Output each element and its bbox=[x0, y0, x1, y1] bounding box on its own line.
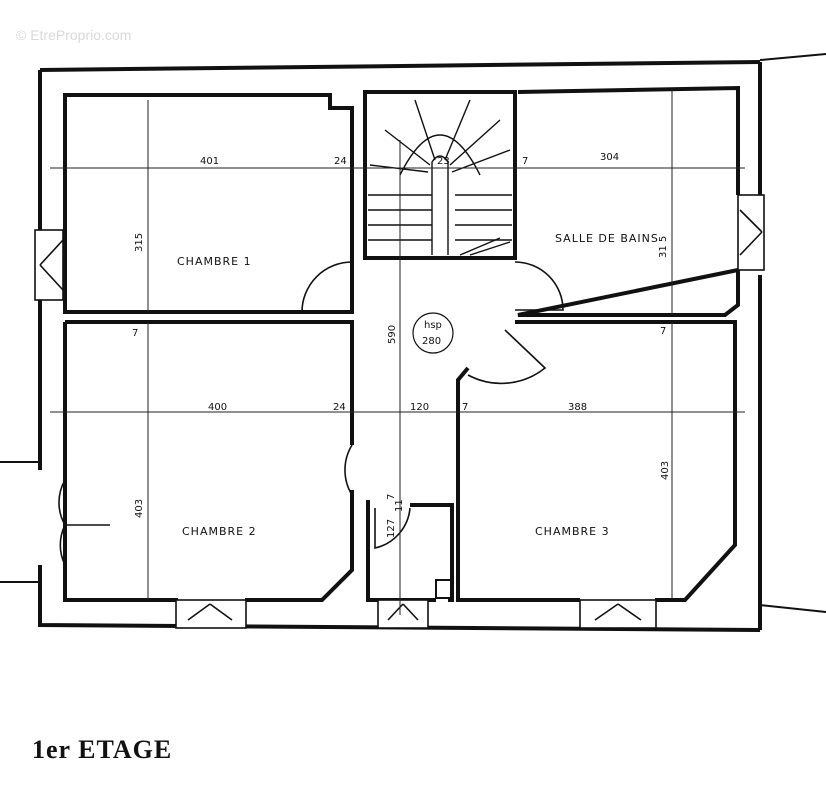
dim-sdb-height: 31 5 bbox=[658, 236, 669, 258]
dim-ch1-width: 401 bbox=[200, 156, 219, 167]
door-chambre-1 bbox=[301, 261, 353, 313]
room-salle-de-bains: SALLE DE BAINS bbox=[517, 85, 740, 317]
door-chambre-3 bbox=[467, 329, 547, 385]
dim-wc-wall: 7 bbox=[386, 494, 397, 500]
door-salle-de-bains bbox=[514, 261, 564, 311]
floor-title: 1er ETAGE bbox=[32, 735, 172, 764]
dim-ch3-wall-top: 7 bbox=[660, 326, 666, 337]
hsp-value: 280 bbox=[422, 336, 441, 347]
dim-ch2-wall: 24 bbox=[333, 402, 346, 413]
dim-ch3-width: 388 bbox=[568, 402, 587, 413]
dim-hall-length: 590 bbox=[387, 325, 398, 344]
hsp-label: hsp bbox=[424, 320, 442, 331]
room-wc bbox=[366, 500, 454, 602]
dim-ch3-height: 403 bbox=[660, 461, 671, 480]
staircase bbox=[363, 90, 517, 260]
room-label-chambre-1: CHAMBRE 1 bbox=[177, 255, 252, 268]
door-chambre-2 bbox=[344, 444, 353, 496]
dimension-labels: 401 24 23 7 304 400 24 120 7 388 7 7 315… bbox=[132, 152, 671, 538]
dim-wc-wall-2: 11 bbox=[394, 499, 405, 512]
windows bbox=[34, 194, 765, 629]
room-label-chambre-3: CHAMBRE 3 bbox=[535, 525, 610, 538]
room-chambre-1: CHAMBRE 1 bbox=[63, 93, 354, 314]
ceiling-height-marker: hsp 280 bbox=[412, 312, 454, 354]
dim-sdb-wall: 7 bbox=[522, 156, 528, 167]
door-wc bbox=[374, 507, 411, 549]
dim-sdb-width: 304 bbox=[600, 152, 619, 163]
dim-ch2-wall-top: 7 bbox=[132, 328, 138, 339]
dim-ch1-wall: 24 bbox=[334, 156, 347, 167]
watermark-text: © EtreProprio.com bbox=[16, 27, 131, 43]
dim-ch1-height: 315 bbox=[134, 233, 145, 252]
dim-stair-width: 23 bbox=[437, 156, 450, 167]
dim-hall-width: 120 bbox=[410, 402, 429, 413]
doors bbox=[58, 261, 564, 566]
dim-ch2-height: 403 bbox=[134, 499, 145, 518]
room-label-chambre-2: CHAMBRE 2 bbox=[182, 525, 257, 538]
dimension-lines bbox=[50, 90, 745, 615]
dim-ch2-width: 400 bbox=[208, 402, 227, 413]
room-chambre-3: CHAMBRE 3 bbox=[456, 320, 737, 602]
outer-walls bbox=[0, 53, 826, 632]
dim-hall-wall: 7 bbox=[462, 402, 468, 413]
room-chambre-2: CHAMBRE 2 bbox=[63, 320, 354, 602]
room-label-salle-de-bains: SALLE DE BAINS bbox=[555, 232, 659, 245]
dim-wc-height: 127 bbox=[386, 519, 397, 538]
door-balcony bbox=[58, 479, 110, 566]
